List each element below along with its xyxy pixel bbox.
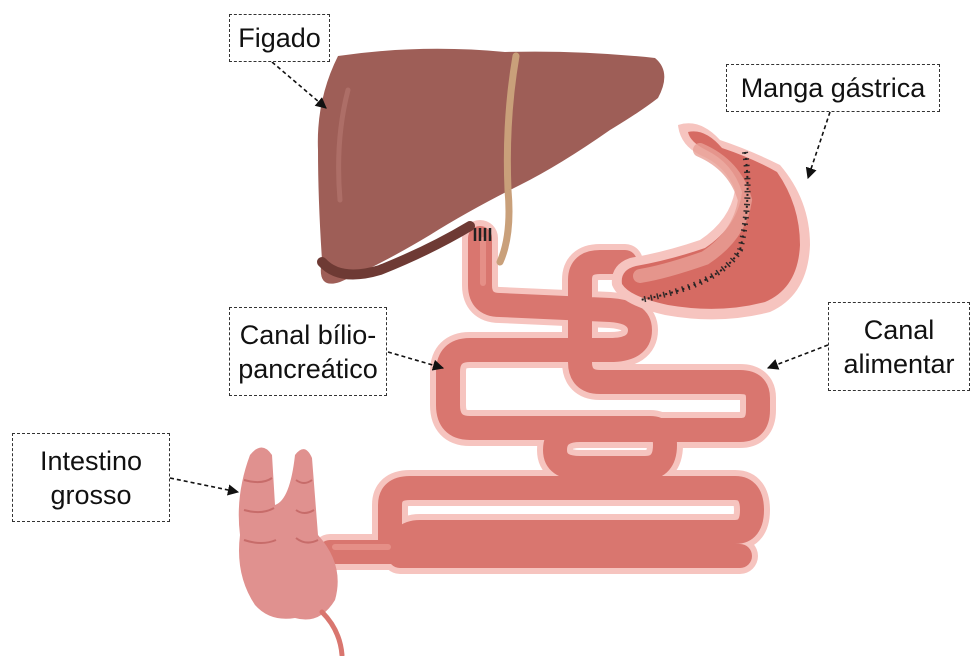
label-intestino-line2: grosso xyxy=(50,478,131,512)
label-alimentar-line1: Canal xyxy=(864,313,935,347)
label-canal-alimentar: Canal alimentar xyxy=(828,302,970,391)
label-figado: Figado xyxy=(229,14,330,62)
label-intestino-line1: Intestino xyxy=(40,444,142,478)
label-bilio-line2: pancreático xyxy=(238,352,378,386)
label-bilio-line1: Canal bílio- xyxy=(240,318,377,352)
label-manga-gastrica: Manga gástrica xyxy=(726,64,940,112)
label-alimentar-line2: alimentar xyxy=(843,347,954,381)
colon xyxy=(239,448,342,656)
label-manga-text: Manga gástrica xyxy=(741,71,926,105)
label-canal-biliopancreatico: Canal bílio- pancreático xyxy=(229,307,387,396)
label-intestino-grosso: Intestino grosso xyxy=(12,433,170,522)
label-figado-text: Figado xyxy=(238,21,321,55)
stomach-sleeve xyxy=(612,123,810,319)
